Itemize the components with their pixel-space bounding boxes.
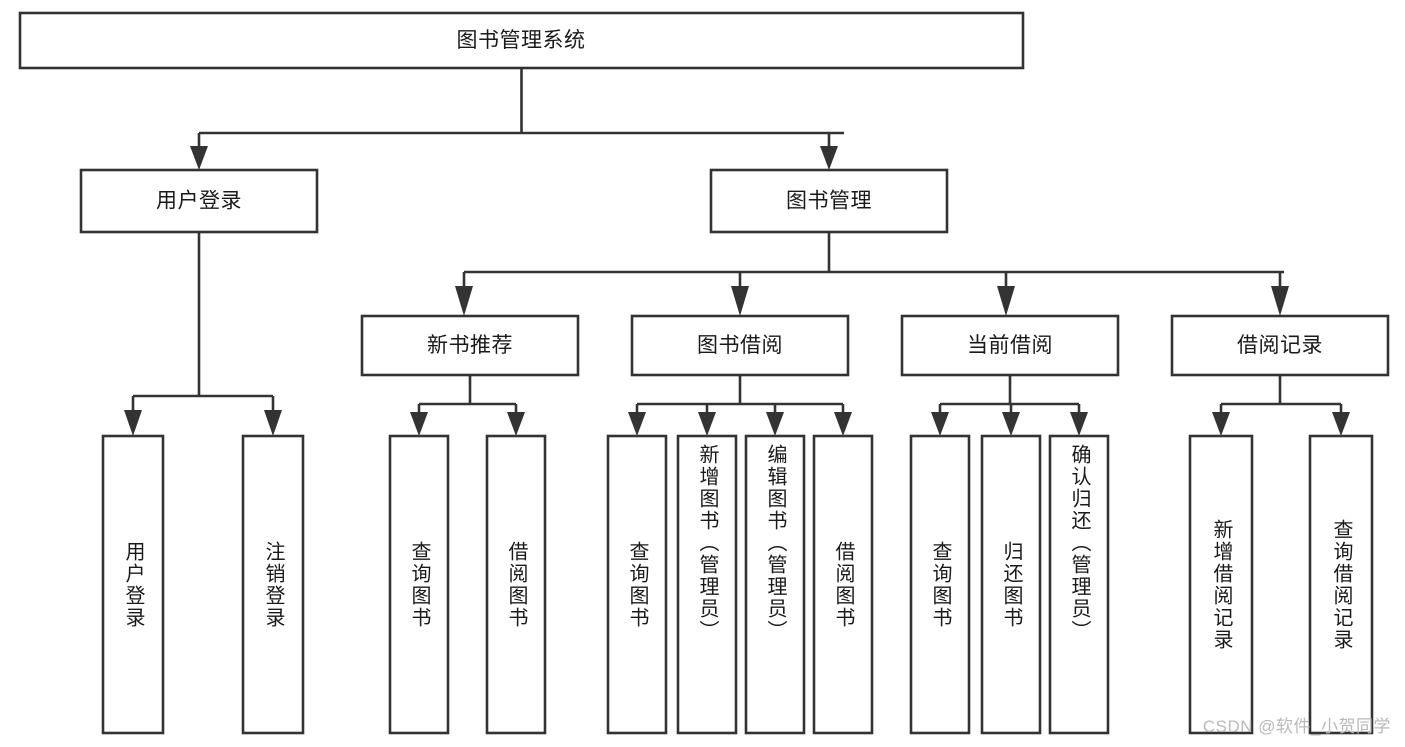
arrow-leaf-query-book-1 (410, 412, 428, 436)
node-box-borrow-record[interactable] (1170, 314, 1390, 377)
node-box-user-login[interactable] (79, 168, 319, 234)
node-label-new-book-recommend: 新书推荐 (427, 334, 513, 357)
arrow-leaf-borrow-book-1 (507, 412, 525, 436)
arrow-leaf-borrow-book-2 (834, 412, 852, 436)
leaf-box-user-login[interactable] (101, 434, 165, 735)
arrow-to-current-borrow (997, 286, 1015, 316)
arrow-to-book-manage (820, 146, 838, 170)
connector-layer (124, 68, 1350, 436)
arrow-leaf-user-login (124, 410, 142, 436)
node-layer: 图书管理系统 用户登录 图书管理 新书推荐 图书借阅 当前借阅 借阅记录 (18, 11, 1390, 735)
node-box-current-borrow[interactable] (900, 314, 1120, 377)
node-label-book-manage: 图书管理 (786, 190, 872, 213)
leaf-box-edit-book-admin[interactable] (744, 434, 806, 735)
leaf-box-query-borrow-record[interactable] (1308, 434, 1374, 735)
leaf-box-return-book[interactable] (980, 434, 1042, 735)
arrow-to-new-book (455, 286, 473, 316)
arrow-leaf-query-record (1332, 412, 1350, 436)
node-label-root: 图书管理系统 (457, 29, 586, 52)
node-label-book-borrow: 图书借阅 (697, 334, 783, 357)
leaf-box-borrow-book[interactable] (812, 434, 874, 735)
arrow-leaf-add-book (698, 412, 716, 436)
arrow-leaf-confirm-return (1070, 412, 1088, 436)
leaf-box-query-book-current[interactable] (909, 434, 971, 735)
node-box-new-book-recommend[interactable] (360, 314, 580, 377)
arrow-leaf-add-record (1212, 412, 1230, 436)
node-box-book-borrow[interactable] (630, 314, 850, 377)
arrow-leaf-return-book (1002, 412, 1020, 436)
node-label-borrow-record: 借阅记录 (1237, 334, 1323, 357)
arrow-to-borrow-record (1271, 286, 1289, 316)
node-box-root[interactable] (18, 11, 1025, 70)
node-label-user-login: 用户登录 (156, 190, 242, 213)
node-box-book-manage[interactable] (709, 168, 949, 234)
leaf-box-query-book-newbook[interactable] (388, 434, 450, 735)
leaf-box-add-book-admin[interactable] (676, 434, 738, 735)
arrow-to-book-borrow (731, 286, 749, 316)
leaf-box-add-borrow-record[interactable] (1188, 434, 1254, 735)
arrow-leaf-logout (264, 410, 282, 436)
node-label-current-borrow: 当前借阅 (967, 334, 1053, 357)
leaf-box-borrow-book-newbook[interactable] (485, 434, 547, 735)
arrow-leaf-query-book-3 (931, 412, 949, 436)
leaf-box-query-book-borrow[interactable] (606, 434, 668, 735)
arrow-to-user-login (190, 146, 208, 170)
arrow-leaf-query-book-2 (628, 412, 646, 436)
leaf-box-confirm-return-admin[interactable] (1048, 434, 1110, 735)
arrow-leaf-edit-book (766, 412, 784, 436)
leaf-box-logout[interactable] (241, 434, 305, 735)
